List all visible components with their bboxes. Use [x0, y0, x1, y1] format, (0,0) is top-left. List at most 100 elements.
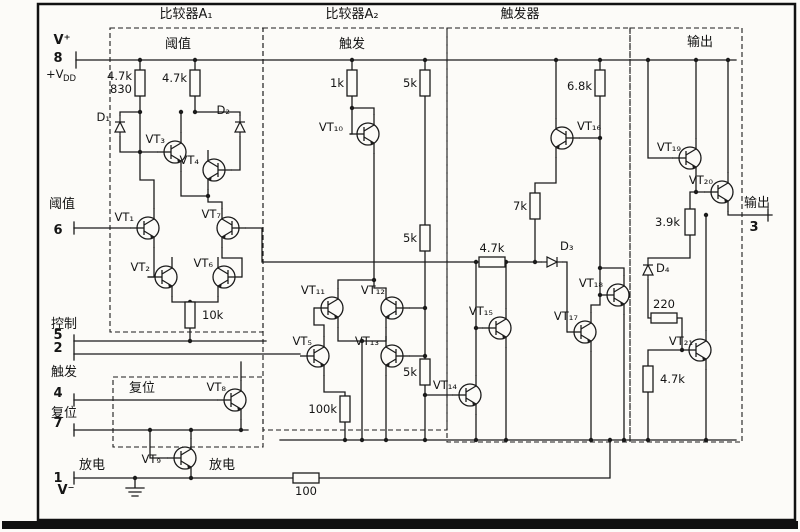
diode-label-d1: D₁	[97, 110, 110, 124]
pin-label-control: 控制	[51, 317, 77, 332]
transistor-vt4-symbol	[202, 149, 233, 191]
resistor-4.7k-out-symbol	[642, 365, 654, 393]
resistor-6.8k-symbol	[594, 69, 606, 97]
transistor-label-vt20: VT₂₀	[689, 173, 714, 187]
resistor-label-7k: 7k	[513, 199, 527, 213]
transistor-label-vt2: VT₂	[130, 260, 150, 274]
transistor-label-vt19: VT₁₉	[657, 140, 682, 154]
transistor-label-vt6: VT₆	[193, 256, 213, 270]
pin-label-4: 4	[53, 386, 62, 401]
resistor-3.9k-symbol	[684, 208, 696, 236]
pin-label-vdd: +V	[46, 67, 64, 81]
labels: 比较器A₁ 比较器A₂ 触发器 输出 阈值 触发 复位 V⁺ 8 +V DD 阈…	[46, 6, 770, 498]
pin-label-vminus: V⁻	[58, 483, 75, 498]
resistor-label-1k: 1k	[330, 76, 344, 90]
pin-label-5: 5	[53, 328, 62, 343]
resistor-1k-symbol	[346, 69, 358, 97]
transistor-vt12-symbol	[380, 287, 411, 329]
resistor-4.7k-a1-symbol	[189, 69, 201, 97]
resistor-label-100k: 100k	[308, 402, 337, 416]
pin-wires	[73, 227, 611, 479]
pin-label-6: 6	[53, 223, 62, 238]
block-label-reset: 复位	[129, 381, 155, 396]
transistor-label-vt3: VT₃	[145, 132, 165, 146]
transistor-label-vt21: VT₂₁	[669, 334, 693, 348]
transistor-label-vt17: VT₁₇	[554, 309, 579, 323]
transistor-label-vt10: VT₁₀	[319, 120, 344, 134]
resistor-label-4.7k-a1b: 4.7k	[162, 71, 187, 85]
ground-symbol	[125, 477, 145, 497]
resistor-label-4.7k-ff: 4.7k	[480, 241, 505, 255]
transistor-vt1-symbol	[129, 207, 160, 249]
transistor-vt18-symbol	[599, 274, 630, 316]
block-label-comparator-a1: 比较器A₁	[159, 7, 212, 22]
flipflop-wires	[504, 59, 673, 441]
pin-label-2: 2	[53, 341, 62, 356]
transistor-label-vt15: VT₁₅	[469, 304, 494, 318]
pin-label-threshold: 阈值	[49, 196, 75, 212]
pin-label-7: 7	[53, 416, 62, 431]
reset-box	[112, 376, 264, 448]
output-box	[629, 27, 743, 443]
resistor-label-220: 220	[653, 297, 675, 311]
transistor-label-vt18: VT₁₈	[579, 276, 604, 290]
resistor-5k-top-symbol	[419, 69, 431, 97]
diode-d1-symbol	[114, 114, 126, 138]
transistor-label-vt4: VT₄	[179, 153, 199, 167]
resistor-label-5k-mid: 5k	[403, 231, 417, 245]
transistor-vt2-symbol	[147, 256, 178, 298]
block-label-comparator-a2: 比较器A₂	[325, 7, 378, 22]
diode-label-d3: D₃	[560, 239, 574, 253]
sub-label-trigger: 触发	[339, 36, 365, 52]
transistor-vt10-symbol	[349, 113, 380, 155]
transistor-vt16-symbol	[550, 117, 581, 159]
sub-label-threshold: 阈值	[165, 36, 191, 52]
resistor-label-3.9k: 3.9k	[655, 215, 680, 229]
resistor-label-4.7k-out: 4.7k	[660, 372, 685, 386]
block-boxes	[109, 27, 743, 448]
resistor-label-10k: 10k	[202, 308, 224, 322]
resistor-100-symbol	[292, 472, 320, 484]
block-label-output: 输出	[687, 34, 713, 50]
transistor-vt6-symbol	[212, 256, 243, 298]
transistor-label-vt7: VT₇	[201, 207, 221, 221]
transistor-label-vt14: VT₁₄	[433, 378, 458, 392]
wires	[73, 51, 773, 497]
resistor-label-6.8k: 6.8k	[567, 79, 592, 93]
resistor-label-5k-low: 5k	[403, 365, 417, 379]
resistor-5k-low-symbol	[419, 358, 431, 386]
transistor-vt9-symbol	[166, 437, 197, 479]
resistor-100k-symbol	[339, 395, 351, 423]
resistor-label-100: 100	[295, 484, 317, 498]
pin-label-vplus: V⁺	[54, 33, 71, 48]
reset-discharge-wires	[149, 361, 242, 459]
transistor-label-vt8: VT₈	[206, 380, 226, 394]
pin-label-discharge: 放电	[79, 458, 105, 473]
transistor-label-vt13: VT₁₃	[355, 334, 380, 348]
pin-label-8: 8	[53, 51, 62, 66]
resistor-7k-symbol	[529, 192, 541, 220]
resistor-label-830: 830	[110, 82, 132, 96]
transistor-vt7-symbol	[216, 207, 247, 249]
transistor-label-vt9: VT₉	[141, 452, 161, 466]
pin-label-reset: 复位	[51, 406, 77, 421]
transistor-label-vt11: VT₁₁	[301, 283, 325, 297]
transistor-label-vt5: VT₅	[292, 334, 312, 348]
resistor-5k-mid-symbol	[419, 224, 431, 252]
resistor-220-symbol	[650, 312, 678, 324]
pin-label-1: 1	[53, 471, 62, 486]
pin-label-output: 输出	[744, 195, 770, 211]
transistor-label-vt16: VT₁₆	[577, 119, 602, 133]
diode-label-d2: D₂	[217, 103, 230, 117]
flipflop-box	[446, 27, 631, 443]
component-symbols	[114, 69, 734, 484]
resistor-4.7k-830-symbol	[134, 69, 146, 97]
diode-d2-symbol	[234, 114, 246, 138]
resistor-label-5k-top: 5k	[403, 76, 417, 90]
pin-label-vdd-sub: DD	[63, 74, 77, 84]
diode-d4-symbol	[642, 257, 654, 281]
discharge-function-label: 放电	[209, 458, 235, 473]
resistor-4.7k-ff-symbol	[478, 256, 506, 268]
